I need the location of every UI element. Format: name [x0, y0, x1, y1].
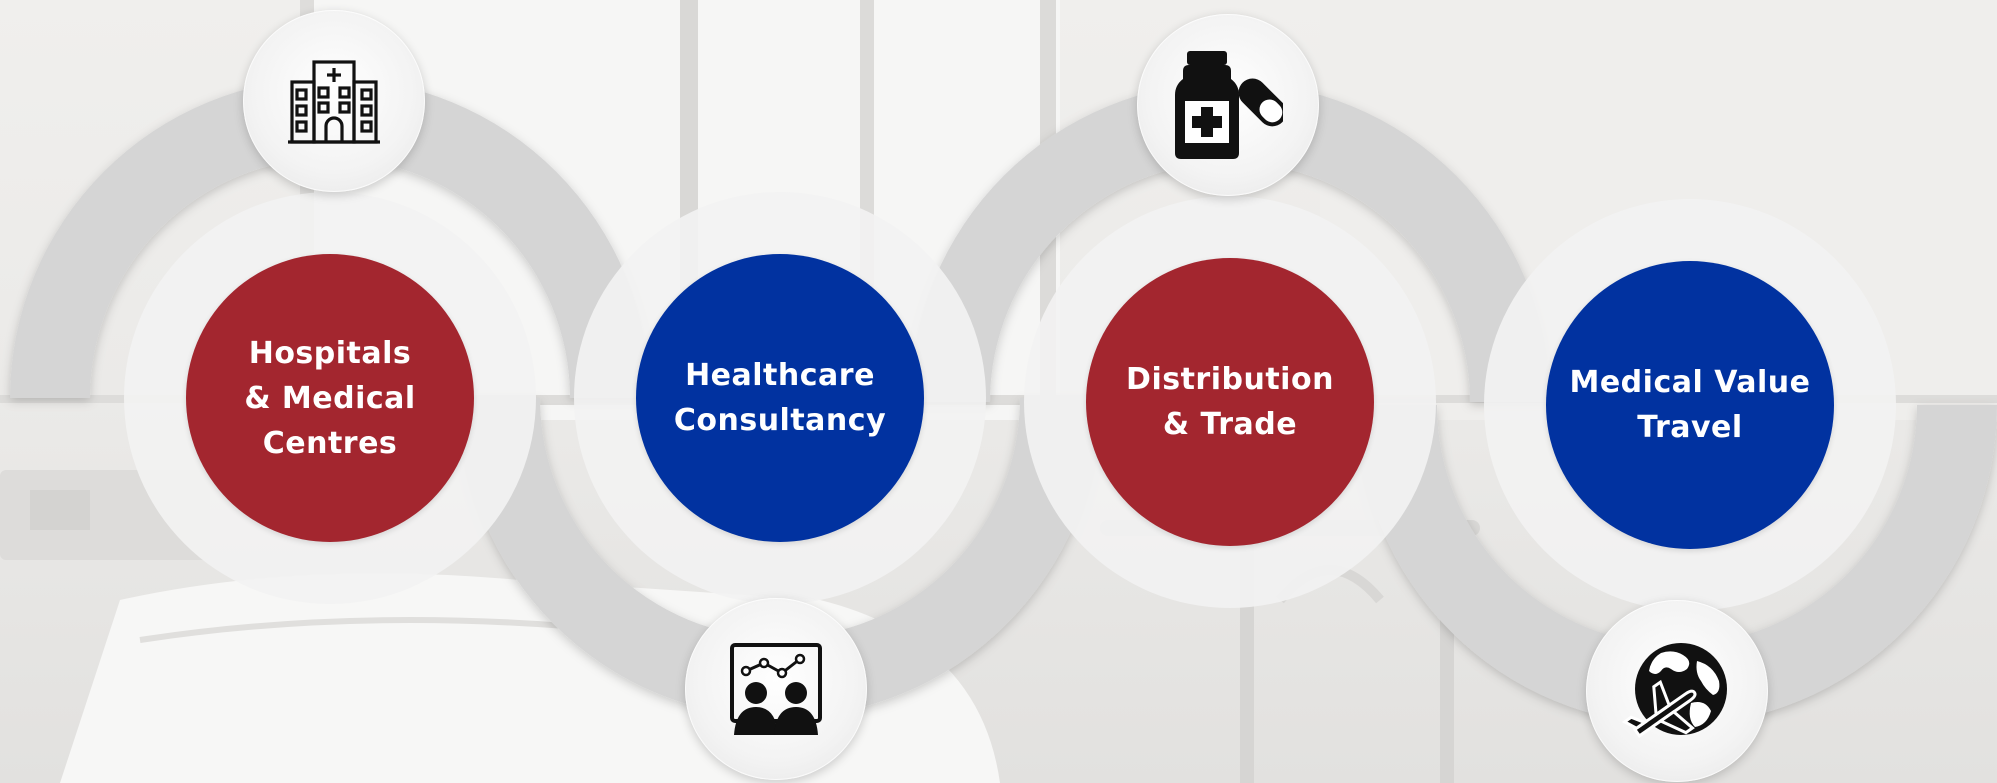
- service-label-medical-value-travel: Medical Value Travel: [1569, 365, 1811, 445]
- badge-healthcare-consultancy: [685, 598, 867, 780]
- service-label-healthcare-consultancy: Healthcare Consultancy: [673, 358, 887, 438]
- service-node-distribution-trade: Distribution & Trade: [1086, 258, 1374, 546]
- upper-ring-1: [10, 78, 650, 398]
- presentation-chart-icon: [730, 643, 822, 735]
- medicine-bottle-pill-icon: [1175, 51, 1283, 159]
- hospital-icon: [288, 60, 380, 144]
- service-node-medical-value-travel: Medical Value Travel: [1546, 261, 1834, 549]
- globe-airplane-icon: [1621, 643, 1727, 738]
- service-label-distribution-trade: Distribution & Trade: [1126, 362, 1334, 442]
- badge-hospitals: [243, 10, 425, 192]
- service-label-hospitals: Hospitals & Medical Centres: [244, 335, 416, 461]
- lower-ring-2: [460, 398, 1100, 718]
- badge-distribution-trade: [1137, 14, 1319, 196]
- service-node-healthcare-consultancy: Healthcare Consultancy: [636, 254, 924, 542]
- lower-ring-4: [1357, 405, 1997, 725]
- service-node-hospitals: Hospitals & Medical Centres: [186, 254, 474, 542]
- badge-medical-value-travel: [1586, 600, 1768, 782]
- upper-ring-3: [910, 82, 1550, 402]
